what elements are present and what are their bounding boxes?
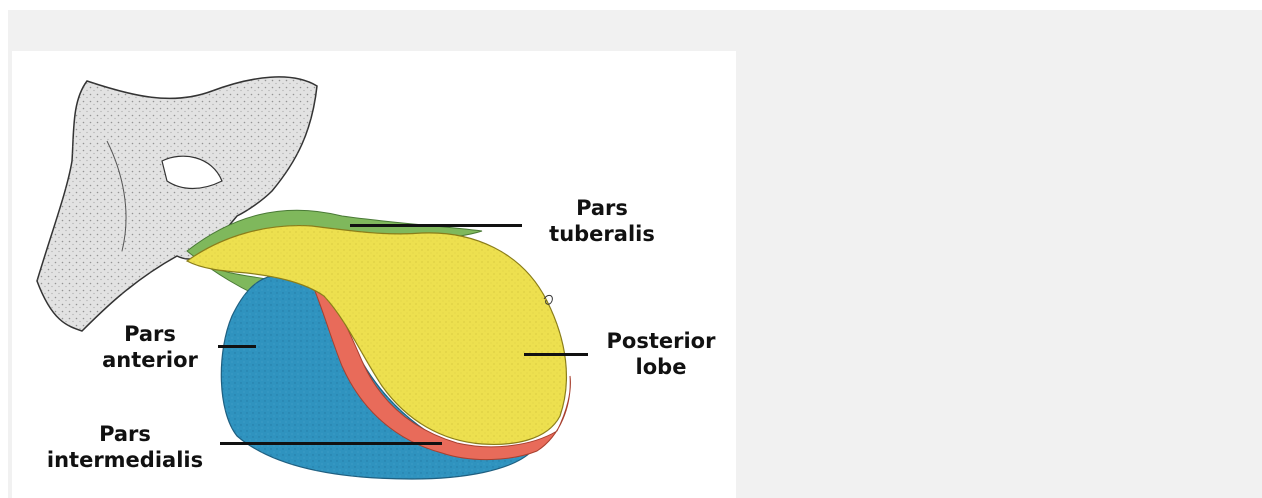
figure-card: Pars tuberalis Posterior lobe Pars anter… [12,51,736,498]
label-pars-intermedialis: Pars intermedialis [30,421,220,473]
label-pars-anterior: Pars anterior [88,321,212,373]
label-pars-tuberalis-line2: tuberalis [542,221,662,247]
label-pars-intermedialis-line2: intermedialis [30,447,220,473]
label-pars-tuberalis: Pars tuberalis [542,195,662,247]
leader-line-posterior-lobe [524,353,588,356]
label-posterior-lobe-line1: Posterior [596,328,726,354]
label-pars-tuberalis-line1: Pars [542,195,662,221]
leader-line-pars-tuberalis [350,224,522,227]
label-pars-anterior-line1: Pars [88,321,212,347]
label-pars-intermedialis-line1: Pars [30,421,220,447]
label-pars-anterior-line2: anterior [88,347,212,373]
leader-line-pars-intermedialis [220,442,442,445]
leader-line-pars-anterior [218,345,256,348]
label-posterior-lobe: Posterior lobe [596,328,726,380]
label-posterior-lobe-line2: lobe [596,354,726,380]
